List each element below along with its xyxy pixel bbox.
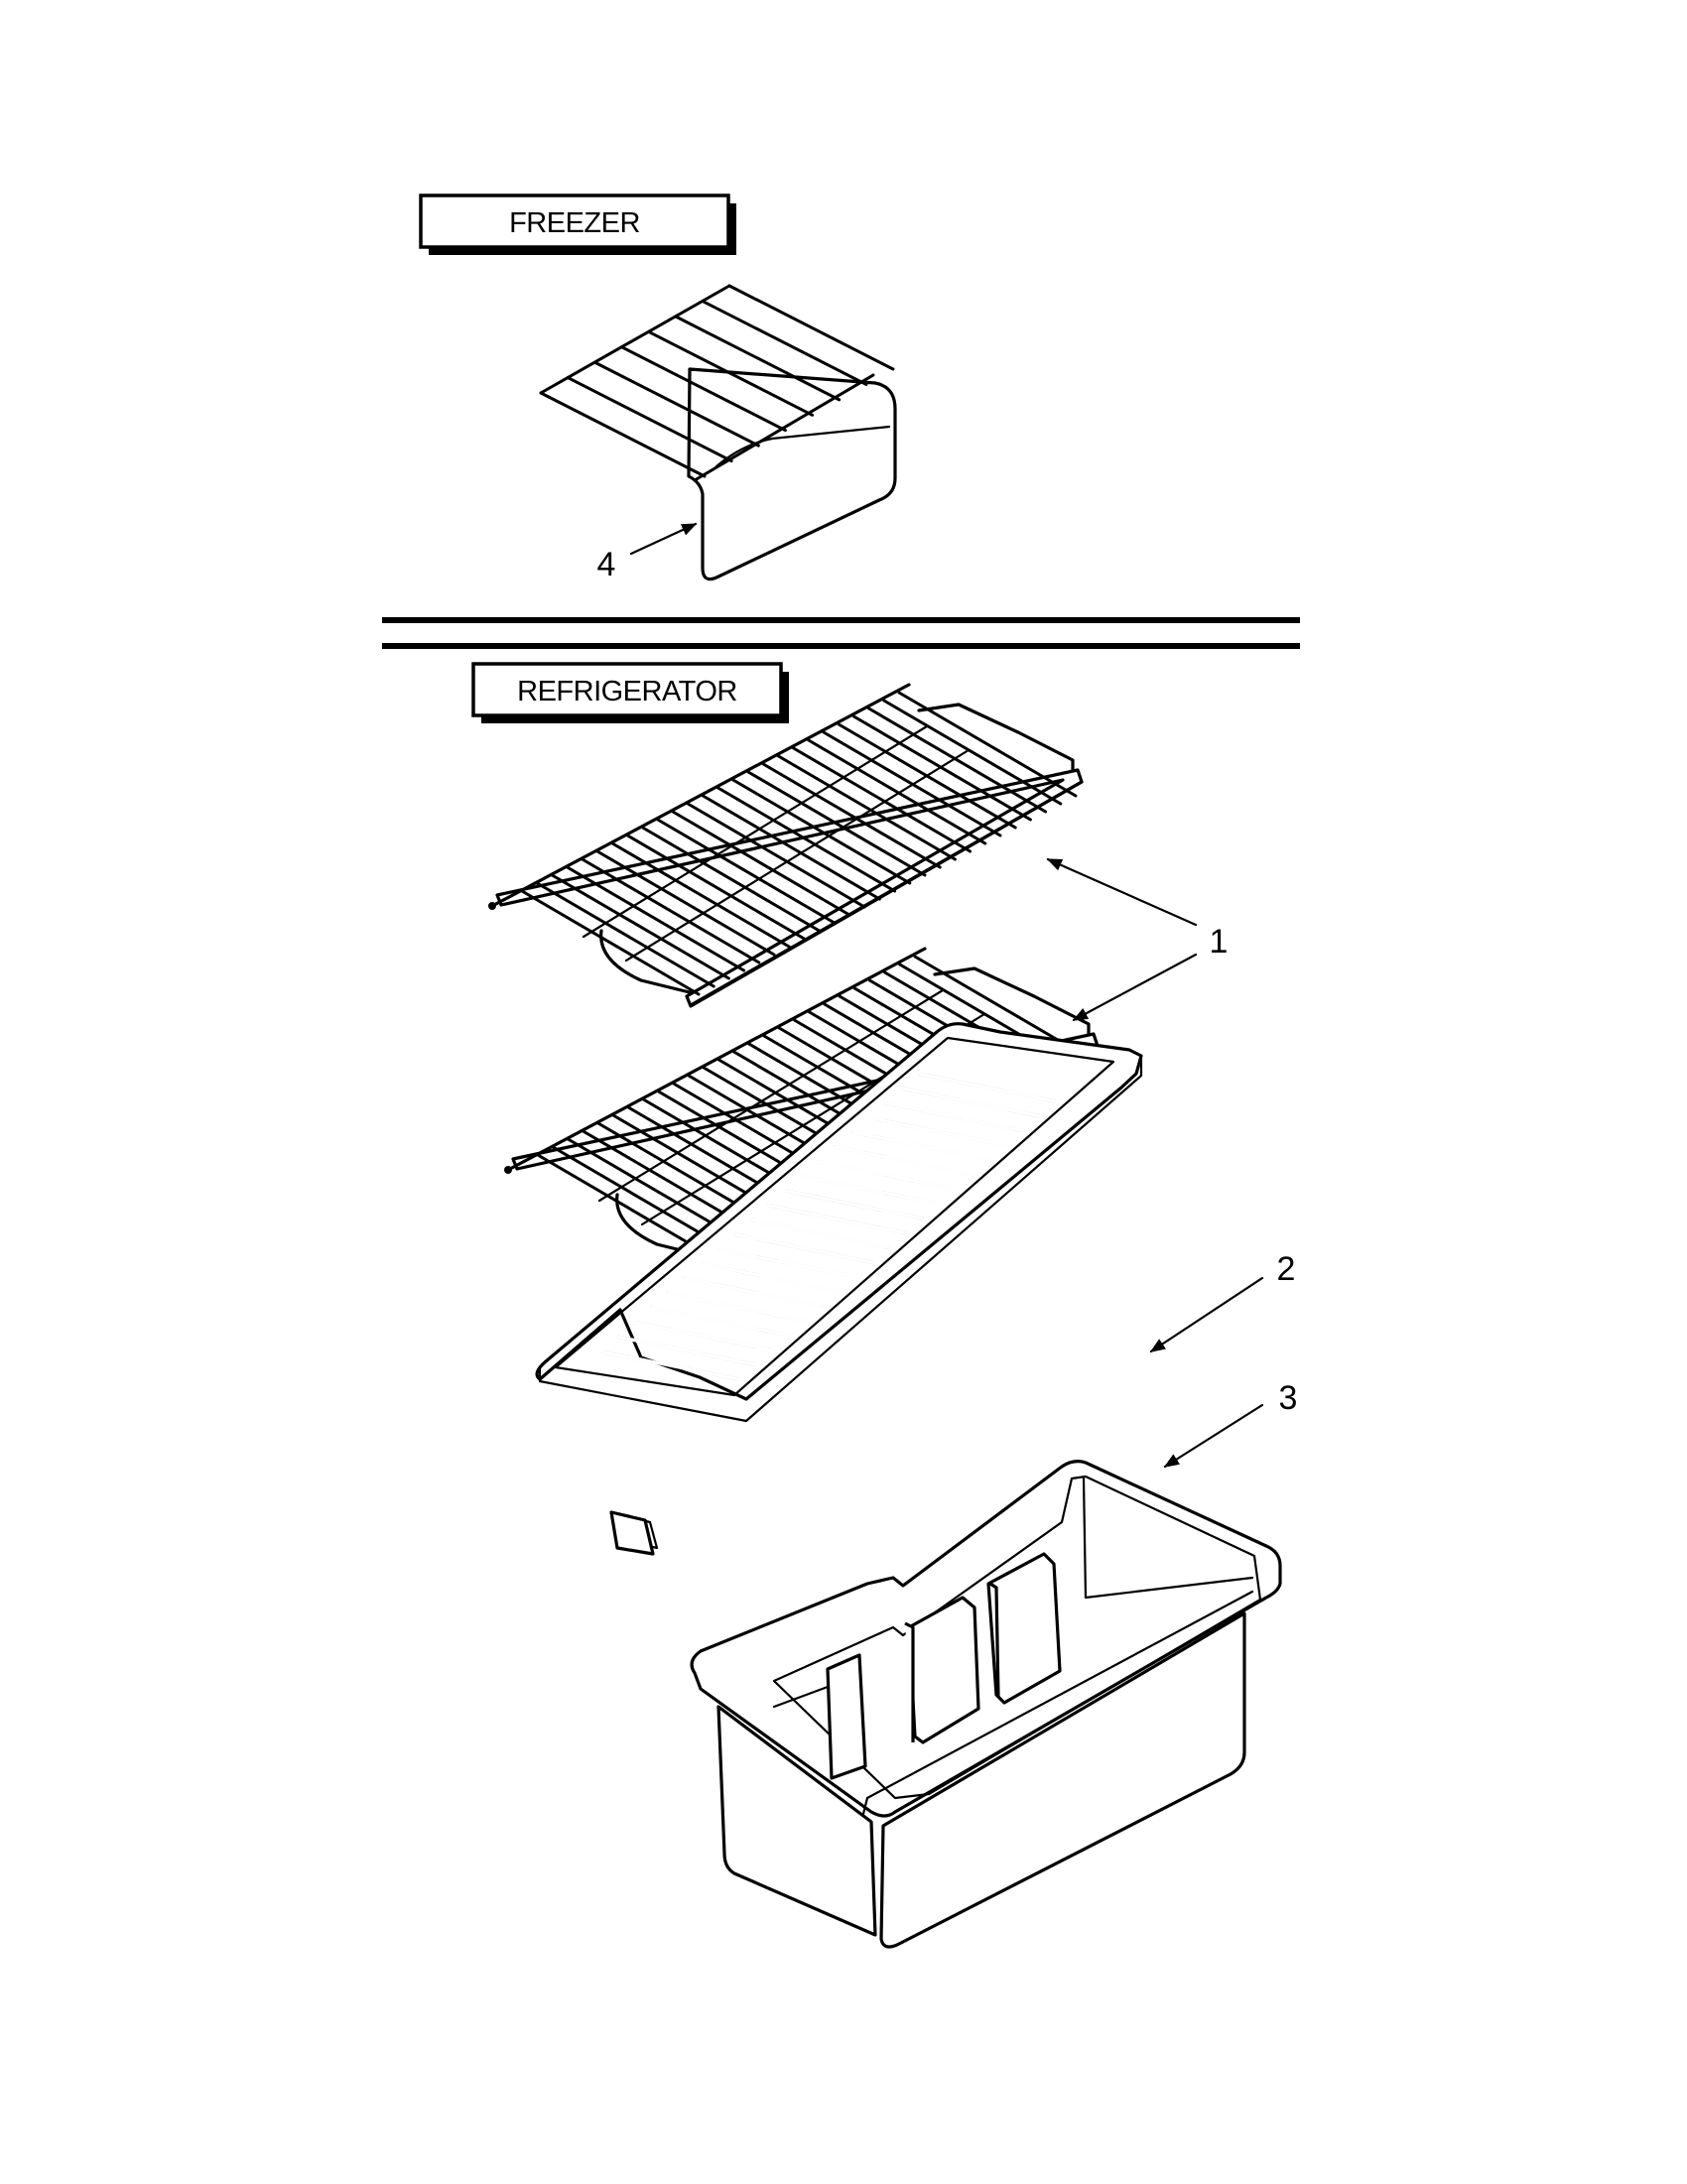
- freezer-shelf-wire: [727, 284, 895, 371]
- shelf-frame-back: [917, 703, 1075, 778]
- crisper-drawer: [690, 1460, 1282, 1949]
- shelf-wire: [550, 873, 730, 980]
- freezer-shelf-wire: [566, 376, 733, 463]
- shelf-frame-back: [933, 966, 1091, 1042]
- freezer-shelf: [539, 284, 897, 581]
- shelf-front-rail: [495, 768, 1084, 1008]
- cover-slot-inner: [883, 1100, 1025, 1133]
- shelf-wire: [535, 881, 715, 988]
- shelf-wire: [776, 754, 957, 861]
- shelf-wire: [625, 834, 806, 941]
- shelf-crossbar: [624, 748, 971, 963]
- cover-slot-inner: [649, 1306, 791, 1338]
- freezer-label-box: FREEZER: [419, 193, 736, 255]
- callout-4: 4: [597, 546, 616, 583]
- freezer-label: FREEZER: [509, 207, 640, 239]
- cover-slot-inner: [900, 1087, 1041, 1118]
- shelf-wire: [686, 802, 866, 909]
- cover-slot-inner: [616, 1335, 757, 1366]
- cover-slot-inner: [834, 1144, 974, 1177]
- shelf-wire: [731, 778, 912, 885]
- shelf-wire: [792, 746, 973, 853]
- freezer-shelf-rail: [539, 284, 731, 395]
- shelf-back-rail: [506, 947, 927, 1172]
- freezer-shelf-wire: [539, 391, 707, 478]
- cover-slot-inner: [800, 1174, 941, 1206]
- shelf-end-cap: [488, 902, 496, 910]
- shelf-wire: [807, 738, 987, 845]
- shelf-wire: [851, 714, 1032, 822]
- cover-slot-inner: [716, 1247, 857, 1279]
- shelf-wire: [656, 818, 837, 925]
- shelf-wire: [610, 841, 791, 949]
- shelf-wire: [536, 1153, 716, 1260]
- cover-slot-inner: [849, 1130, 991, 1162]
- freezer-shelf-wire: [592, 360, 760, 448]
- cover-slot-inner: [666, 1291, 808, 1323]
- shelf-front-edge: [689, 780, 1084, 1007]
- shelf-wire: [761, 762, 942, 869]
- cover-slot-inner: [866, 1115, 1008, 1147]
- shelf-wire: [867, 707, 1048, 814]
- cover-slot-inner: [783, 1189, 924, 1220]
- cover-slot-inner: [749, 1218, 891, 1250]
- shelf-wire: [701, 794, 881, 901]
- refrigerator-label-box: REFRIGERATOR: [471, 662, 789, 723]
- cover-slot-inner: [817, 1159, 958, 1192]
- shelf-wire: [882, 699, 1063, 806]
- shelf-back-rail: [490, 683, 911, 908]
- leader-lines: [629, 522, 1264, 1469]
- refrigerator-label: REFRIGERATOR: [517, 676, 737, 707]
- shelf-wire: [716, 786, 897, 893]
- shelf-wire: [897, 691, 1078, 798]
- shelf-crossbar: [597, 988, 945, 1203]
- cover-slot-inner: [917, 1072, 1058, 1103]
- freezer-shelf-wire: [647, 329, 815, 417]
- cover-slot-inner: [599, 1349, 740, 1381]
- shelf-upper: [488, 683, 1084, 1008]
- freezer-shelf-wire: [674, 315, 842, 402]
- freezer-shelf-rail: [693, 373, 875, 482]
- freezer-shelf-wire: [701, 299, 868, 386]
- shelf-wire: [581, 857, 761, 964]
- shelf-wire: [641, 826, 822, 933]
- shelf-end-cap: [504, 1166, 512, 1174]
- crisper-cover: [535, 1022, 1143, 1556]
- cover-slot-inner: [733, 1232, 874, 1264]
- shelf-wire: [566, 865, 746, 972]
- shelf-wire: [746, 770, 927, 877]
- freezer-shelf-wire: [619, 345, 787, 433]
- callout-2: 2: [1277, 1250, 1296, 1288]
- shelf-wire: [595, 849, 776, 957]
- shelf-wire: [520, 889, 701, 996]
- cover-slot-inner: [766, 1203, 908, 1235]
- cover-slot-inner: [700, 1261, 841, 1294]
- cover-slot-inner: [683, 1276, 824, 1309]
- shelf-crossbar: [582, 724, 929, 939]
- shelf-wire: [671, 810, 851, 917]
- callout-3: 3: [1279, 1379, 1298, 1417]
- callout-1: 1: [1210, 923, 1229, 961]
- cover-slot-inner: [632, 1320, 774, 1352]
